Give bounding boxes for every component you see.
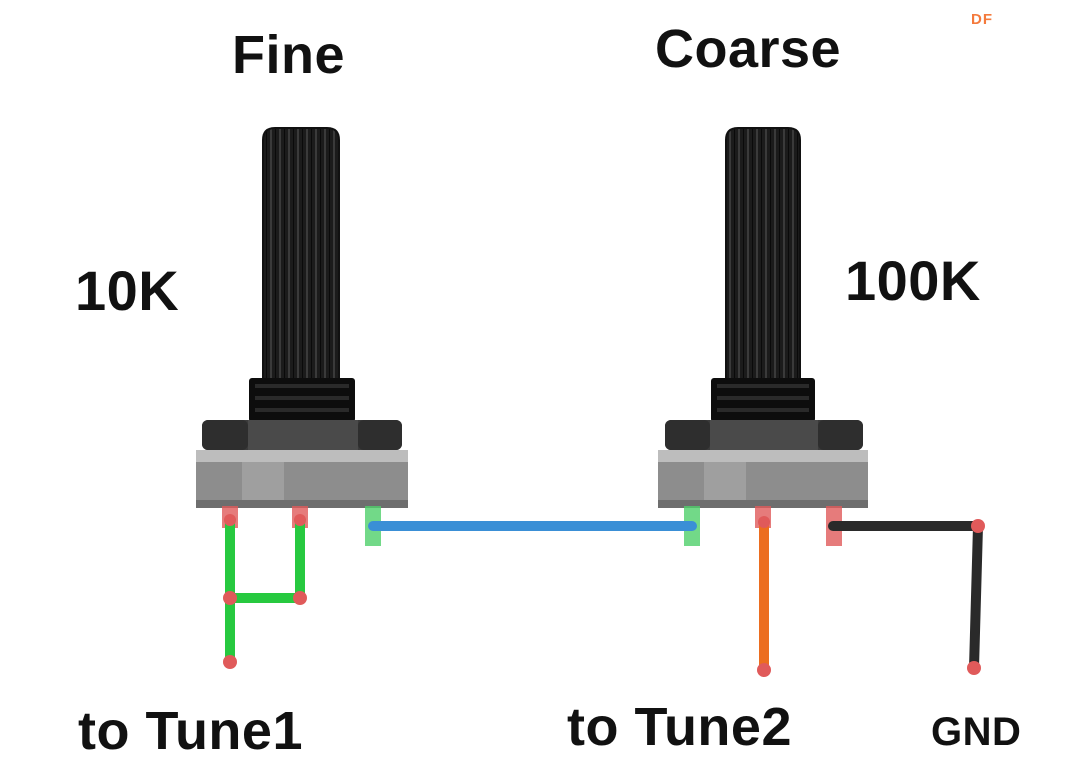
fine-title: Fine [232, 25, 346, 85]
fine-resistance-label: 10K [75, 259, 180, 322]
mounting-nut [202, 420, 402, 450]
black-wire [828, 521, 983, 673]
watermark-logo: DF [971, 11, 993, 28]
green-wire [225, 515, 305, 667]
coarse-potentiometer [658, 127, 868, 546]
shaft [725, 127, 801, 381]
mounting-nut [665, 420, 863, 450]
fine-potentiometer [196, 127, 408, 546]
junction-dots [223, 514, 985, 677]
housing [196, 450, 408, 508]
coarse-title: Coarse [655, 19, 842, 79]
shaft [262, 127, 340, 381]
coarse-resistance-label: 100K [845, 249, 981, 312]
tune1-label: to Tune1 [78, 701, 303, 761]
housing [658, 450, 868, 508]
gnd-label: GND [931, 710, 1022, 754]
tune2-label: to Tune2 [567, 697, 792, 757]
